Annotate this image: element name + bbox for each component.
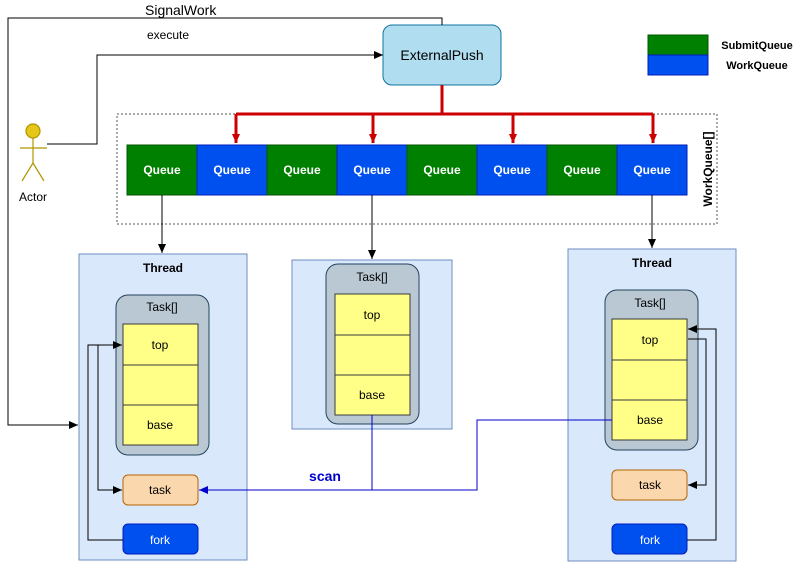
left-slot-base <box>122 404 199 446</box>
actor-figure[interactable] <box>20 123 47 182</box>
legend-submitqueue-label: SubmitQueue <box>721 40 793 52</box>
left-fork-label: fork <box>150 533 171 547</box>
left-fork-box <box>122 523 199 555</box>
right-slot-top-label: top <box>642 333 659 347</box>
left-slot-middle <box>122 364 199 406</box>
queue-cell-label-0: Queue <box>143 163 181 177</box>
right-task-box <box>611 469 688 501</box>
left-task-label: task <box>149 483 172 497</box>
queue-cells: Queue Queue Queue Queue Queue Queue Queue Queue <box>126 144 688 196</box>
submit-queue-cell-4[interactable] <box>406 144 478 196</box>
legend-submitqueue-swatch <box>647 34 709 56</box>
distribution-arrows <box>232 85 657 143</box>
queue-cell-label-5: Queue <box>493 163 531 177</box>
queue-cell-label-2: Queue <box>283 163 321 177</box>
queue-cell-label-6: Queue <box>563 163 601 177</box>
scan-connectors <box>199 415 612 494</box>
right-slot-top <box>611 318 688 361</box>
left-thread-arrows <box>87 341 123 541</box>
actor-label: Actor <box>19 190 47 204</box>
execute-connector <box>47 51 383 145</box>
right-slot-base-label: base <box>637 413 663 427</box>
workqueue-array-label: WorkQueue[] <box>701 131 715 206</box>
submit-queue-cell-6[interactable] <box>546 144 618 196</box>
queue-cell-label-4: Queue <box>423 163 461 177</box>
work-queue-cell-7[interactable] <box>616 144 688 196</box>
middle-slot-middle <box>334 334 411 376</box>
submit-queue-cell-0[interactable] <box>126 144 198 196</box>
left-task-array-label: Task[] <box>146 300 177 314</box>
left-slot-top-label: top <box>152 338 169 352</box>
left-slot-base-label: base <box>147 418 173 432</box>
right-task-label: task <box>639 478 662 492</box>
legend-workqueue-swatch <box>647 54 709 76</box>
middle-slot-top-label: top <box>364 308 381 322</box>
signalwork-label: SignalWork <box>145 2 217 18</box>
right-task-array-label: Task[] <box>634 296 665 310</box>
queue-cell-label-3: Queue <box>353 163 391 177</box>
middle-slot-base-label: base <box>359 388 385 402</box>
work-queue-cell-1[interactable] <box>196 144 268 196</box>
right-slot-middle <box>611 359 688 401</box>
middle-task-array-label: Task[] <box>356 270 387 284</box>
right-fork-box <box>611 523 688 555</box>
queue-cell-label-1: Queue <box>213 163 251 177</box>
right-fork-label: fork <box>640 533 661 547</box>
queue-to-thread-arrows <box>158 195 656 259</box>
middle-slot-top <box>334 293 411 336</box>
left-task-box <box>122 474 199 506</box>
work-queue-cell-5[interactable] <box>476 144 548 196</box>
queue-cell-label-7: Queue <box>633 163 671 177</box>
external-push-label: ExternalPush <box>400 47 483 63</box>
legend-workqueue-label: WorkQueue <box>726 60 788 72</box>
left-thread-title: Thread <box>143 261 183 275</box>
middle-slot-base <box>334 374 411 416</box>
work-queue-cell-3[interactable] <box>336 144 408 196</box>
execute-label: execute <box>147 28 189 42</box>
scan-label: scan <box>309 468 341 484</box>
right-thread-arrows <box>687 325 717 541</box>
signalwork-connector <box>7 17 443 429</box>
right-thread-title: Thread <box>632 256 672 270</box>
submit-queue-cell-2[interactable] <box>266 144 338 196</box>
